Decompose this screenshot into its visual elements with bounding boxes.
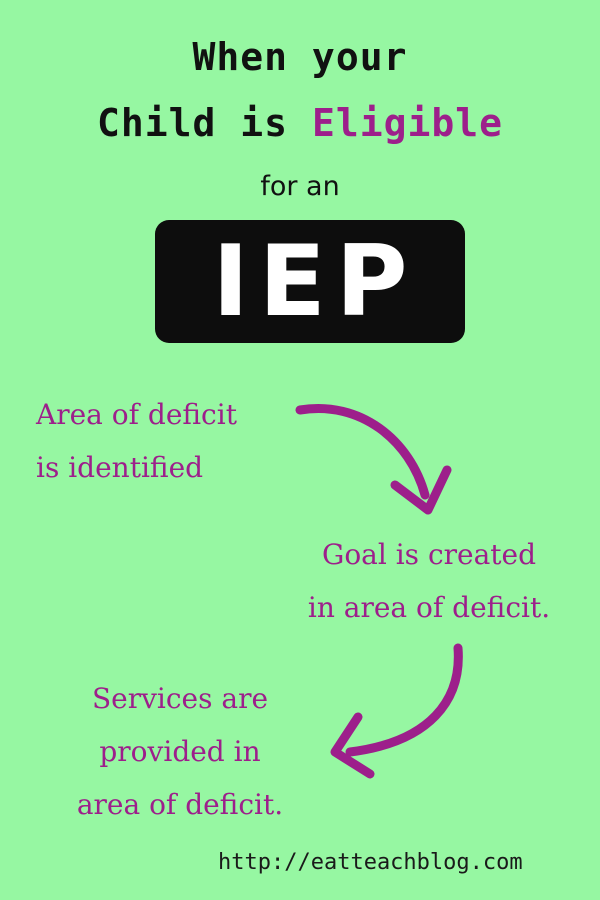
step-1-line-2: is identified <box>36 451 204 485</box>
step-1-line-1: Area of deficit <box>36 398 237 431</box>
step-2-line-2: in area of deficit. <box>307 591 551 625</box>
step-3-line-2: provided in <box>99 735 261 769</box>
blog-url: http://eatteachblog.com <box>218 850 523 875</box>
step-2-line-1: Goal is created <box>321 538 537 571</box>
step-1-text: Area of deficit is identified <box>36 388 237 494</box>
iep-badge-text: IEP <box>212 224 418 339</box>
step-3-line-3: area of deficit. <box>76 788 284 822</box>
step-2-text: Goal is created in area of deficit. <box>284 528 574 634</box>
title-line-2-text: Child is <box>97 101 312 145</box>
title-line-2: Child is Eligible <box>0 104 600 142</box>
title-line-1: When your <box>192 35 408 79</box>
iep-badge: IEP <box>155 220 465 343</box>
step-3-line-1: Services are <box>91 682 269 715</box>
title-line-3: for an <box>260 171 340 202</box>
eligible-word: Eligible <box>311 101 503 145</box>
step-3-text: Services are provided in area of deficit… <box>40 672 320 832</box>
